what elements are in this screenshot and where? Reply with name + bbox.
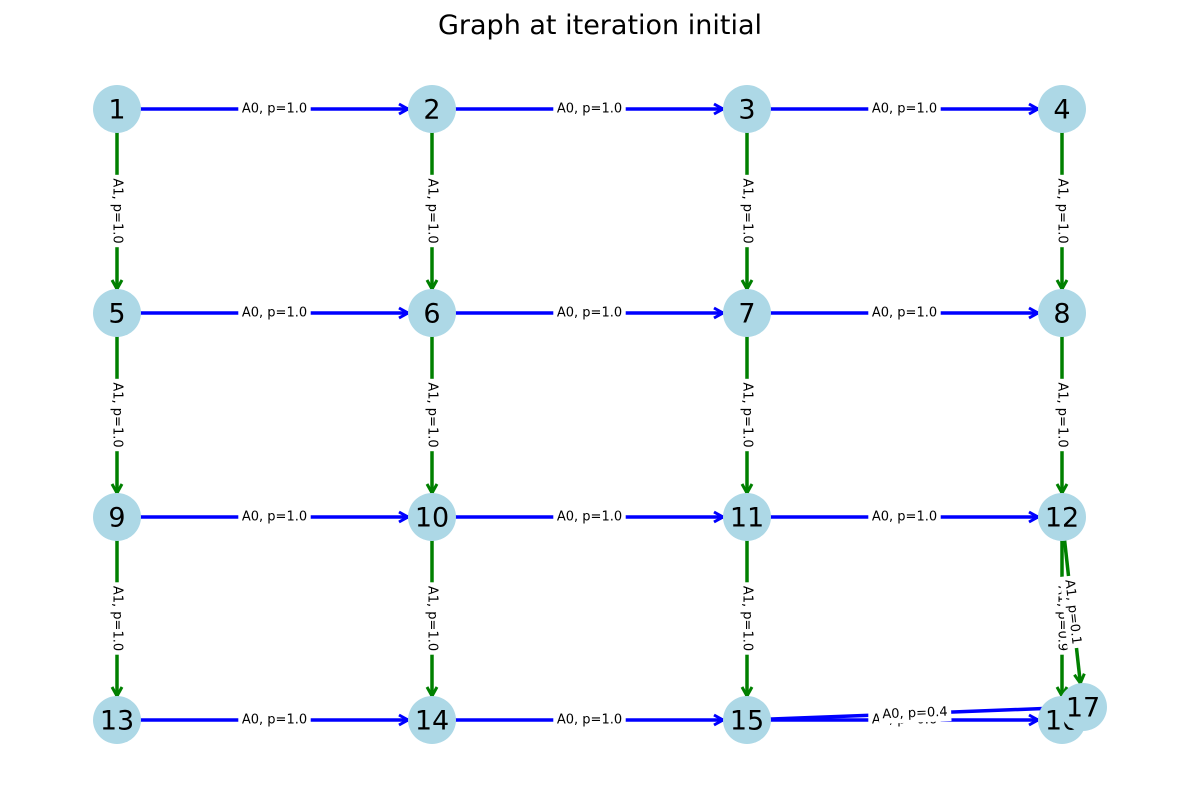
node-label-6: 6 bbox=[423, 299, 440, 330]
node-label-3: 3 bbox=[738, 95, 755, 126]
edge-label-14-15: A0, p=1.0 bbox=[557, 713, 622, 728]
edge-label-6-7: A0, p=1.0 bbox=[557, 306, 622, 321]
node-17: 17 bbox=[1059, 683, 1107, 731]
node-9: 9 bbox=[93, 493, 141, 541]
node-6: 6 bbox=[408, 289, 456, 337]
edge-label-4-8: A1, p=1.0 bbox=[1055, 178, 1070, 243]
node-8: 8 bbox=[1038, 289, 1086, 337]
node-4: 4 bbox=[1038, 85, 1086, 133]
node-7: 7 bbox=[723, 289, 771, 337]
node-label-15: 15 bbox=[730, 706, 764, 737]
edge-label-11-15: A1, p=1.0 bbox=[740, 586, 755, 651]
edge-label-10-14: A1, p=1.0 bbox=[425, 586, 440, 651]
node-label-2: 2 bbox=[423, 95, 440, 126]
node-10: 10 bbox=[408, 493, 456, 541]
node-label-5: 5 bbox=[108, 299, 125, 330]
edge-label-7-8: A0, p=1.0 bbox=[872, 306, 937, 321]
edge-label-2-3: A0, p=1.0 bbox=[557, 102, 622, 117]
node-label-1: 1 bbox=[108, 95, 125, 126]
edge-label-9-13: A1, p=1.0 bbox=[110, 586, 125, 651]
node-5: 5 bbox=[93, 289, 141, 337]
node-11: 11 bbox=[723, 493, 771, 541]
node-15: 15 bbox=[723, 696, 771, 744]
node-label-4: 4 bbox=[1053, 95, 1070, 126]
node-label-7: 7 bbox=[738, 299, 755, 330]
diagram-title: Graph at iteration initial bbox=[437, 10, 762, 41]
node-label-13: 13 bbox=[100, 706, 134, 737]
edge-label-12-17: A1, p=0.1 bbox=[1061, 579, 1083, 646]
node-label-14: 14 bbox=[415, 706, 449, 737]
node-label-17: 17 bbox=[1066, 693, 1100, 724]
node-2: 2 bbox=[408, 85, 456, 133]
node-12: 12 bbox=[1038, 493, 1086, 541]
node-label-11: 11 bbox=[730, 503, 764, 534]
edge-label-3-4: A0, p=1.0 bbox=[872, 102, 937, 117]
edge-label-6-10: A1, p=1.0 bbox=[425, 382, 440, 447]
edge-label-1-5: A1, p=1.0 bbox=[110, 178, 125, 243]
node-label-8: 8 bbox=[1053, 299, 1070, 330]
node-3: 3 bbox=[723, 85, 771, 133]
edge-label-13-14: A0, p=1.0 bbox=[242, 713, 307, 728]
edge-label-11-12: A0, p=1.0 bbox=[872, 510, 937, 525]
edge-label-3-7: A1, p=1.0 bbox=[740, 178, 755, 243]
edge-label-7-11: A1, p=1.0 bbox=[740, 382, 755, 447]
edge-label-9-10: A0, p=1.0 bbox=[242, 510, 307, 525]
edge-label-10-11: A0, p=1.0 bbox=[557, 510, 622, 525]
edge-label-5-9: A1, p=1.0 bbox=[110, 382, 125, 447]
node-1: 1 bbox=[93, 85, 141, 133]
node-label-12: 12 bbox=[1045, 503, 1079, 534]
edge-label-2-6: A1, p=1.0 bbox=[425, 178, 440, 243]
edge-label-8-12: A1, p=1.0 bbox=[1055, 382, 1070, 447]
edge-label-1-2: A0, p=1.0 bbox=[242, 102, 307, 117]
node-13: 13 bbox=[93, 696, 141, 744]
node-14: 14 bbox=[408, 696, 456, 744]
edge-label-5-6: A0, p=1.0 bbox=[242, 306, 307, 321]
node-label-9: 9 bbox=[108, 503, 125, 534]
node-label-10: 10 bbox=[415, 503, 449, 534]
edge-label-15-17: A0, p=0.4 bbox=[882, 705, 948, 723]
